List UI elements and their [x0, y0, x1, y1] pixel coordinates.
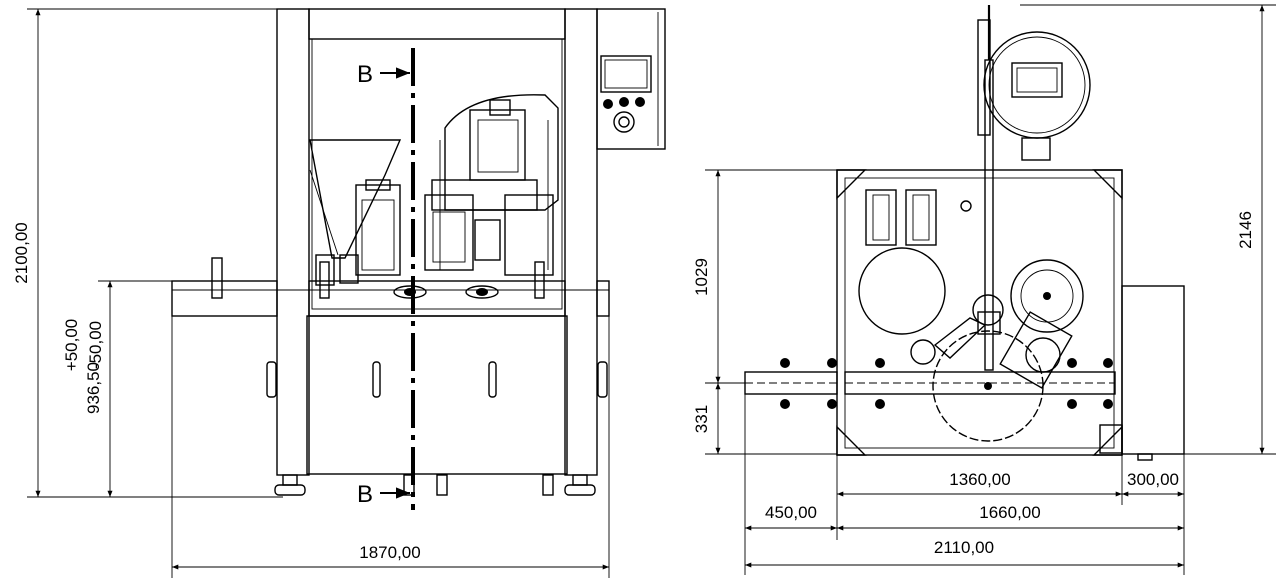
section-label-bottom: B — [357, 481, 373, 508]
upper-height-label: 1029 — [692, 258, 711, 296]
tolerance-minus-label: -50,00 — [86, 321, 105, 369]
machine-feet — [274, 474, 596, 496]
top-view: 2146 1029 331 1360,00 300,00 450,00 1660… — [692, 4, 1276, 575]
dim-450-label: 450,00 — [765, 503, 817, 522]
section-label-top: B — [357, 61, 373, 88]
table-height-label: 936,50 — [84, 362, 103, 414]
label-reel-top — [977, 19, 1091, 161]
dim-300-label: 300,00 — [1127, 470, 1179, 489]
width-dimension-label: 1870,00 — [359, 543, 420, 562]
dim-1360-label: 1360,00 — [949, 470, 1010, 489]
total-height-label: 2146 — [1236, 211, 1255, 249]
guide-knobs — [780, 358, 1113, 409]
tolerance-plus-label: +50,00 — [62, 319, 81, 371]
dim-2110-label: 2110,00 — [934, 538, 994, 557]
capping-turret — [315, 94, 559, 286]
section-line-b — [380, 48, 415, 510]
dim-1660-label: 1660,00 — [979, 503, 1040, 522]
star-wheel — [932, 294, 1044, 442]
control-panel — [596, 8, 666, 150]
height-dimension-label: 2100,00 — [12, 222, 31, 283]
lower-height-label: 331 — [692, 405, 711, 433]
front-view: B B 2100,00 936,50 +50,00 -50,00 1870,00 — [12, 8, 666, 578]
